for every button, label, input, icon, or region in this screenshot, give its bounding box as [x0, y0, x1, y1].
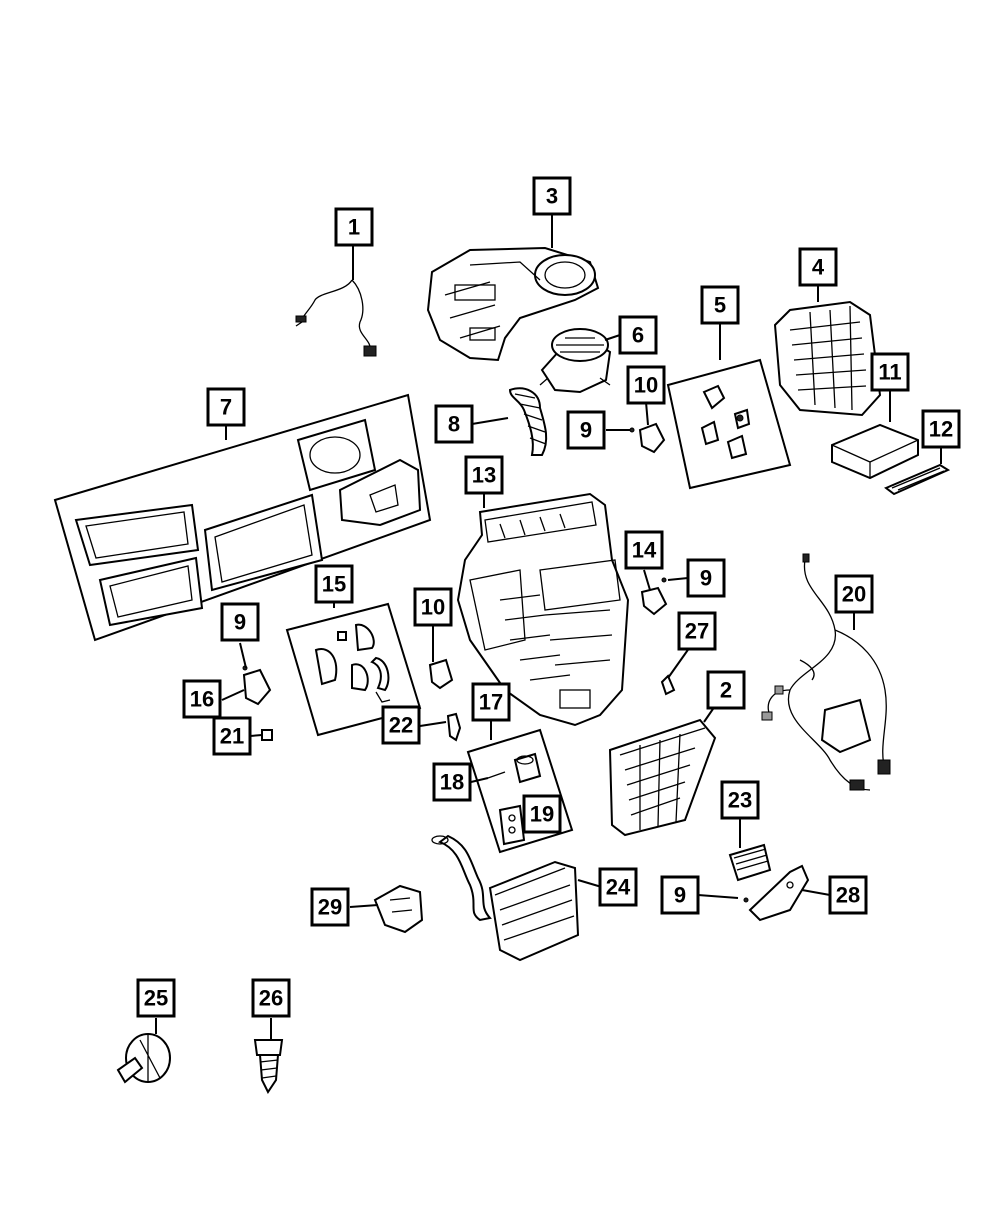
callout-14: 14 — [624, 530, 664, 570]
wire-harness-part-1 — [295, 279, 377, 357]
callout-27: 27 — [677, 611, 717, 651]
callout-label: 22 — [389, 713, 413, 738]
callout-9d: 9 — [660, 875, 700, 915]
callout-label: 9 — [580, 418, 592, 443]
callout-8: 8 — [434, 404, 474, 444]
callout-label: 24 — [606, 875, 631, 900]
callout-5: 5 — [700, 285, 740, 325]
callout-17: 17 — [471, 682, 511, 722]
actuator-part-16 — [242, 665, 272, 706]
callout-label: 26 — [259, 986, 283, 1011]
callout-21: 21 — [212, 716, 252, 756]
callout-26: 26 — [251, 978, 291, 1018]
hvac-module-part-13 — [456, 492, 630, 727]
callout-label: 21 — [220, 724, 244, 749]
blower-resistor-part-23 — [728, 843, 772, 882]
callout-20: 20 — [834, 574, 874, 614]
callout-9b: 9 — [686, 558, 726, 598]
actuator-kit-panel-part-5 — [666, 358, 792, 490]
callout-label: 1 — [348, 215, 360, 240]
callout-3: 3 — [532, 176, 572, 216]
callout-label: 16 — [190, 687, 214, 712]
callout-label: 9 — [674, 883, 686, 908]
seal-kit-panel-part-7 — [53, 393, 432, 642]
callout-9a: 9 — [566, 410, 606, 450]
clip-part-21 — [261, 729, 273, 741]
callout-24: 24 — [598, 867, 638, 907]
callout-28: 28 — [828, 875, 868, 915]
callout-label: 7 — [220, 395, 232, 420]
callout-12: 12 — [921, 409, 961, 449]
push-pin-fastener-part-25 — [116, 1033, 171, 1084]
callout-label: 25 — [144, 986, 168, 1011]
callout-label: 10 — [421, 595, 445, 620]
callout-label: 3 — [546, 184, 558, 209]
callout-7: 7 — [206, 387, 246, 427]
callout-label: 12 — [929, 417, 953, 442]
hvac-housing-part-3 — [426, 246, 600, 362]
heater-core-part-24 — [431, 834, 580, 962]
actuator-part-14 — [640, 577, 668, 616]
callout-label: 17 — [479, 690, 503, 715]
callout-22: 22 — [381, 705, 421, 745]
callout-label: 4 — [812, 255, 825, 280]
callout-2: 2 — [706, 670, 746, 710]
callout-16: 16 — [182, 679, 222, 719]
callout-label: 28 — [836, 883, 860, 908]
duct-tube-part-8 — [508, 387, 548, 456]
callout-label: 15 — [322, 572, 346, 597]
callout-label: 9 — [234, 610, 246, 635]
callout-4: 4 — [798, 247, 838, 287]
bracket-part-29 — [373, 884, 424, 934]
callout-label: 2 — [720, 678, 732, 703]
mode-door-actuator-upper — [629, 422, 666, 454]
callout-13: 13 — [464, 455, 504, 495]
callout-label: 8 — [448, 412, 460, 437]
callout-label: 20 — [842, 582, 866, 607]
callout-label: 13 — [472, 463, 496, 488]
callout-6: 6 — [618, 315, 658, 355]
callout-label: 27 — [685, 619, 709, 644]
callout-label: 10 — [634, 373, 658, 398]
callout-label: 23 — [728, 788, 752, 813]
callout-label: 11 — [878, 360, 901, 385]
expansion-valve-panel-part-17 — [466, 728, 574, 854]
callout-29: 29 — [310, 887, 350, 927]
hvac-housing-part-4 — [773, 300, 882, 417]
callout-9c: 9 — [220, 602, 260, 642]
evaporator-part-2 — [608, 718, 717, 837]
sensor-part-22 — [446, 712, 462, 742]
door-kit-panel-part-15 — [285, 602, 422, 737]
callout-label: 14 — [632, 538, 657, 563]
callout-25: 25 — [136, 978, 176, 1018]
callout-label: 29 — [318, 895, 342, 920]
callout-18: 18 — [432, 762, 472, 802]
callout-label: 9 — [700, 566, 712, 591]
cabin-air-filter-part-11 — [831, 423, 919, 480]
wire-harness-part-20 — [761, 553, 891, 791]
callout-11: 11 — [870, 352, 910, 392]
blower-motor-part-6 — [539, 328, 612, 394]
callout-label: 18 — [440, 770, 464, 795]
callout-label: 19 — [530, 802, 554, 827]
clip-part-27 — [660, 674, 676, 696]
callout-19: 19 — [522, 794, 562, 834]
callout-label: 5 — [714, 293, 726, 318]
actuator-part-10-lower — [428, 658, 454, 690]
callout-10a: 10 — [626, 365, 666, 405]
callout-15: 15 — [314, 564, 354, 604]
screw-fastener-part-26 — [253, 1039, 284, 1094]
callout-1: 1 — [334, 207, 374, 247]
callout-label: 6 — [632, 323, 644, 348]
bracket-part-28 — [743, 864, 810, 922]
callout-23: 23 — [720, 780, 760, 820]
callout-10b: 10 — [413, 587, 453, 627]
filter-door-part-12 — [884, 463, 951, 496]
